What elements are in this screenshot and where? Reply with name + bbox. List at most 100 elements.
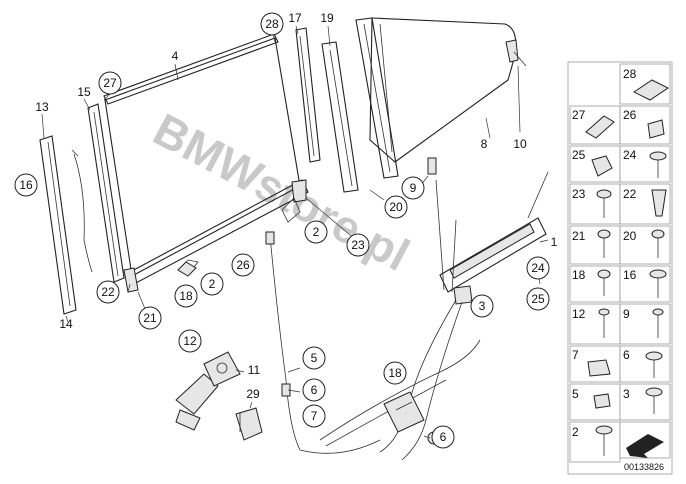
svg-text:9: 9 bbox=[410, 181, 417, 195]
callout-1: 1 bbox=[551, 235, 558, 249]
svg-text:16: 16 bbox=[19, 178, 33, 192]
callout-22: 22 bbox=[96, 280, 120, 304]
callout-16: 16 bbox=[14, 173, 38, 197]
table-cell-6: 6 bbox=[619, 345, 671, 383]
svg-text:23: 23 bbox=[351, 238, 365, 252]
seal-17 bbox=[295, 27, 321, 163]
svg-text:12: 12 bbox=[183, 334, 197, 348]
callout-2-upper: 2 bbox=[304, 220, 328, 244]
callout-10: 10 bbox=[513, 137, 527, 151]
table-cell-5: 5 bbox=[569, 383, 621, 421]
callout-6-left: 6 bbox=[302, 378, 326, 402]
table-cell-18: 18 bbox=[569, 265, 621, 303]
table-cell-22: 22 bbox=[619, 183, 671, 225]
parts-table: 28 27 26 25 24 23 bbox=[567, 61, 673, 475]
callout-2-lower: 2 bbox=[200, 272, 224, 296]
svg-text:22: 22 bbox=[101, 285, 115, 299]
svg-text:26: 26 bbox=[623, 108, 637, 122]
guide-rail-15 bbox=[87, 103, 125, 283]
callout-29: 29 bbox=[246, 387, 260, 401]
callout-13: 13 bbox=[35, 100, 49, 114]
callout-4: 4 bbox=[172, 49, 179, 63]
svg-text:6: 6 bbox=[440, 430, 447, 444]
callout-17: 17 bbox=[288, 11, 302, 25]
callout-11: 11 bbox=[248, 363, 261, 377]
table-cell-21: 21 bbox=[569, 225, 621, 265]
watermark: BMWstore.pl bbox=[145, 103, 418, 281]
clip-2 bbox=[177, 261, 197, 277]
svg-text:6: 6 bbox=[623, 348, 630, 362]
svg-text:12: 12 bbox=[572, 307, 586, 321]
table-cell-7: 7 bbox=[569, 345, 621, 383]
svg-text:16: 16 bbox=[623, 268, 637, 282]
callout-28: 28 bbox=[260, 12, 284, 36]
table-cell-25: 25 bbox=[569, 145, 621, 183]
callouts: 4 17 19 13 15 14 8 10 1 11 28 27 16 9 20 bbox=[14, 11, 558, 449]
callout-24: 24 bbox=[526, 256, 550, 280]
svg-text:3: 3 bbox=[479, 299, 486, 313]
roller-blind bbox=[103, 33, 309, 293]
svg-text:27: 27 bbox=[572, 108, 586, 122]
svg-text:18: 18 bbox=[572, 268, 586, 282]
callout-7: 7 bbox=[302, 404, 326, 428]
svg-text:6: 6 bbox=[311, 383, 318, 397]
svg-text:28: 28 bbox=[265, 17, 279, 31]
callout-18-upper: 18 bbox=[174, 284, 198, 308]
seal-19 bbox=[321, 17, 399, 193]
svg-text:20: 20 bbox=[623, 229, 637, 243]
svg-text:24: 24 bbox=[531, 261, 545, 275]
svg-text:23: 23 bbox=[572, 187, 586, 201]
svg-text:21: 21 bbox=[143, 311, 157, 325]
svg-text:2: 2 bbox=[209, 277, 216, 291]
callout-14: 14 bbox=[59, 317, 73, 331]
window-motor bbox=[175, 351, 241, 431]
svg-text:7: 7 bbox=[572, 348, 579, 362]
guide-rail-13 bbox=[39, 135, 77, 315]
cable-14 bbox=[71, 149, 93, 273]
table-cell-23: 23 bbox=[569, 183, 621, 225]
svg-text:27: 27 bbox=[103, 76, 117, 90]
svg-text:28: 28 bbox=[623, 67, 637, 81]
table-cell-27: 27 bbox=[569, 105, 621, 145]
svg-text:29: 29 bbox=[246, 387, 260, 401]
callout-20: 20 bbox=[384, 195, 408, 219]
svg-text:26: 26 bbox=[236, 258, 250, 272]
svg-text:2: 2 bbox=[572, 425, 579, 439]
svg-text:3: 3 bbox=[623, 387, 630, 401]
callout-6-right: 6 bbox=[431, 425, 455, 449]
window-regulator bbox=[427, 157, 549, 305]
svg-text:22: 22 bbox=[623, 187, 637, 201]
callout-19: 19 bbox=[320, 11, 334, 25]
svg-text:25: 25 bbox=[531, 292, 545, 306]
bracket-29 bbox=[235, 407, 263, 441]
table-cell-26: 26 bbox=[619, 105, 671, 145]
svg-text:5: 5 bbox=[311, 351, 318, 365]
callout-9: 9 bbox=[401, 176, 425, 200]
window-glass bbox=[369, 17, 527, 163]
callout-12: 12 bbox=[178, 329, 202, 353]
svg-text:21: 21 bbox=[572, 229, 586, 243]
table-cell-16: 16 bbox=[619, 265, 671, 303]
table-cell-24: 24 bbox=[619, 145, 671, 183]
svg-text:7: 7 bbox=[311, 409, 318, 423]
callout-8: 8 bbox=[481, 137, 488, 151]
callout-23: 23 bbox=[346, 233, 370, 257]
table-cell-12: 12 bbox=[569, 303, 621, 345]
callout-18-lower: 18 bbox=[383, 361, 407, 385]
table-cell-28: 28 bbox=[619, 63, 671, 105]
svg-text:25: 25 bbox=[572, 148, 586, 162]
callout-21: 21 bbox=[138, 306, 162, 330]
table-cell-3: 3 bbox=[619, 383, 671, 421]
callout-25: 25 bbox=[526, 287, 550, 311]
svg-text:20: 20 bbox=[389, 200, 403, 214]
table-cell-9: 9 bbox=[619, 303, 671, 345]
svg-text:18: 18 bbox=[388, 366, 402, 380]
table-cell-20: 20 bbox=[619, 225, 671, 265]
svg-text:24: 24 bbox=[623, 148, 637, 162]
svg-text:5: 5 bbox=[572, 387, 579, 401]
svg-text:18: 18 bbox=[179, 289, 193, 303]
diagram-id: 00133826 bbox=[624, 462, 664, 472]
callout-5: 5 bbox=[302, 346, 326, 370]
arrow-icon bbox=[619, 421, 671, 459]
